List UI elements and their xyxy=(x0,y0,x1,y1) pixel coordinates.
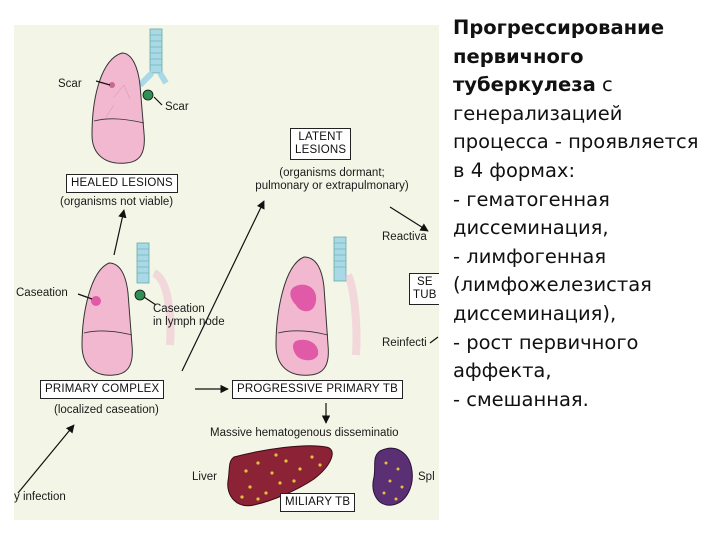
form-item: - гематогенная диссеминация, xyxy=(453,187,610,240)
latent-lesions-box: LATENT LESIONS xyxy=(290,128,352,160)
latent-sub: (organisms dormant; pulmonary or extrapu… xyxy=(232,167,432,193)
latent-sub-1: (organisms dormant; xyxy=(279,167,385,179)
se-line: SE xyxy=(417,276,433,288)
scar-label-left: Scar xyxy=(58,78,82,90)
caseation-lymph-label: Caseation in lymph node xyxy=(153,303,225,329)
description-text: Прогрессирование первичного туберкулеза … xyxy=(453,14,715,414)
liver-label: Liver xyxy=(192,471,217,483)
latent-line-2: LESIONS xyxy=(295,144,347,156)
caseation-label: Caseation xyxy=(16,287,68,299)
healed-lung-icon xyxy=(91,28,169,164)
reactivation-label: Reactiva xyxy=(382,231,427,243)
progressive-primary-box: PROGRESSIVE PRIMARY TB xyxy=(232,380,403,399)
localized-caseation-label: (localized caseation) xyxy=(54,404,159,416)
arrows xyxy=(17,80,439,494)
tub-line: TUB xyxy=(413,289,437,301)
healed-lesions-box: HEALED LESIONS xyxy=(66,174,178,193)
form-item: - смешанная. xyxy=(453,387,589,411)
secondary-tb-box: SE TUB xyxy=(409,273,439,305)
description-bold: Прогрессирование первичного туберкулеза xyxy=(453,16,665,97)
primary-complex-box: PRIMARY COMPLEX xyxy=(40,380,165,399)
spleen-label: Spl xyxy=(418,471,435,483)
spleen-icon xyxy=(372,447,413,506)
progressive-lung-icon xyxy=(275,236,361,376)
caseation-ln-line-1: Caseation xyxy=(153,303,205,315)
tb-progression-diagram: Scar Scar HEALED LESIONS (organisms not … xyxy=(14,25,439,520)
primary-complex-lung-icon xyxy=(81,242,175,376)
form-item: - рост первичного аффекта, xyxy=(453,330,639,383)
form-item: - лимфогенная (лимфожелезистая диссемина… xyxy=(453,244,652,325)
reinfection-label: Reinfecti xyxy=(382,337,427,349)
miliary-tb-box: MILIARY TB xyxy=(280,493,356,512)
caseation-ln-line-2: in lymph node xyxy=(153,316,225,328)
massive-dissemination-label: Massive hematogenous disseminatio xyxy=(210,427,399,439)
description-rest: с генерализацией процесса - проявляется … xyxy=(453,73,699,182)
latent-sub-2: pulmonary or extrapulmonary) xyxy=(255,180,409,192)
diagram-graphics xyxy=(17,28,439,507)
infection-label: y infection xyxy=(14,491,66,503)
healed-lesions-sub: (organisms not viable) xyxy=(60,196,174,208)
liver-icon xyxy=(227,445,333,507)
latent-line-1: LATENT xyxy=(298,131,343,143)
scar-label-right: Scar xyxy=(165,101,189,113)
